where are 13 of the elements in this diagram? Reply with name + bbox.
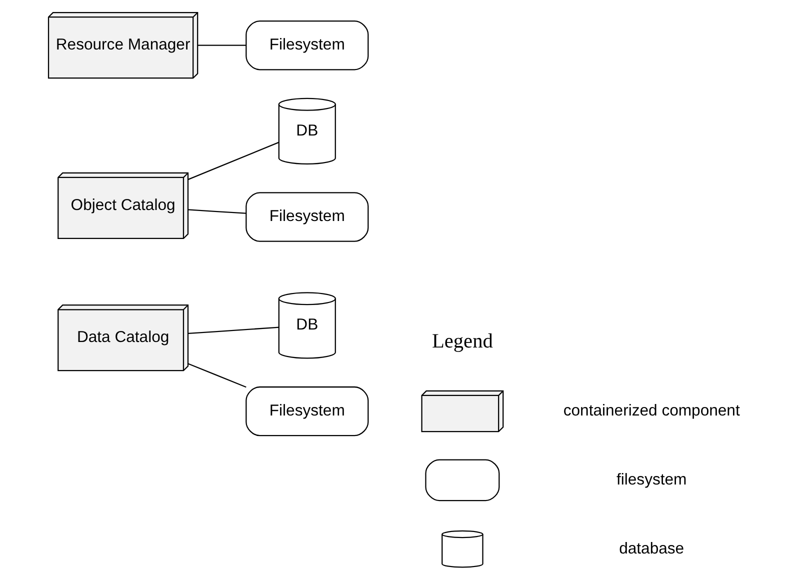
node-box: Filesystem: [246, 20, 369, 70]
connector: [188, 363, 246, 388]
node-tape: [425, 459, 500, 502]
node-box: Filesystem: [246, 386, 369, 436]
connector: [188, 326, 279, 334]
connector: [188, 209, 246, 214]
node-box: Filesystem: [246, 192, 369, 242]
legend-label: database: [619, 540, 684, 558]
connector: [188, 142, 280, 180]
connector: [198, 44, 246, 46]
legend-label: containerized component: [563, 402, 740, 420]
label: Legend: [432, 330, 493, 352]
legend-label: filesystem: [616, 471, 687, 488]
